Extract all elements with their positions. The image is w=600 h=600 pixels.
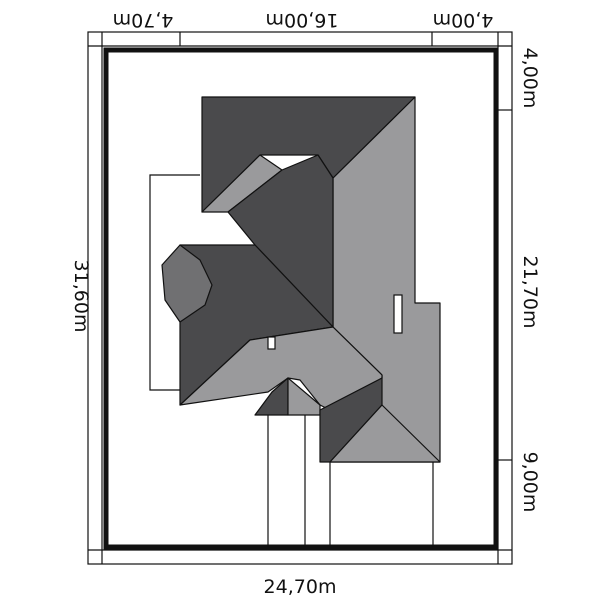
roof [161,96,441,463]
dim-right-bottom: 9,00m [519,452,541,513]
terrace-outline [149,174,200,391]
dim-top-left: 4,70m [113,9,174,31]
dim-right-middle: 21,70m [519,256,541,329]
dim-top-middle: 16,00m [266,9,339,31]
roof-plane-southeast-light [329,404,441,463]
auxiliary-outlines [149,174,434,547]
plot-boundary [103,47,499,550]
dim-left: 31,60m [70,260,92,333]
outer-frame [87,31,513,565]
dim-top-right: 4,00m [433,9,494,31]
dim-bottom: 24,70m [264,576,337,598]
roof-plane-bay [161,244,213,323]
chimney [267,336,276,350]
dim-right-top: 4,00m [519,48,541,109]
skylight [393,294,403,334]
